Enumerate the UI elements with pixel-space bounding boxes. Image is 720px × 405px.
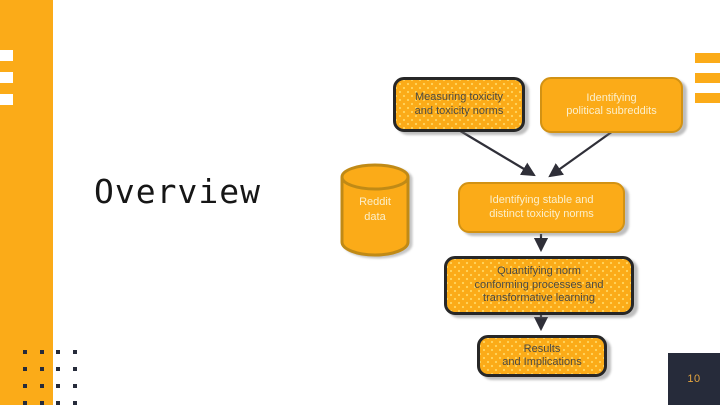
node-label: Results and Implications — [502, 342, 582, 369]
node-label: Identifying stable and distinct toxicity… — [489, 194, 594, 220]
node-label: Measuring toxicity and toxicity norms — [414, 91, 504, 117]
flowchart-node-quantifying-norm: Quantifying norm conforming processes an… — [444, 256, 634, 315]
slide-title: Overview — [94, 172, 261, 211]
top-right-dash — [695, 93, 720, 103]
node-label: Quantifying norm conforming processes an… — [474, 265, 604, 305]
stripe-notch — [0, 94, 13, 105]
top-right-dash — [695, 73, 720, 83]
flowchart-node-political-subreddits: Identifying political subreddits — [540, 77, 683, 133]
decorative-dot-grid — [23, 350, 77, 405]
page-number-badge: 10 — [668, 353, 720, 405]
left-accent-stripe — [0, 0, 53, 405]
flowchart-node-stable-norms: Identifying stable and distinct toxicity… — [458, 182, 625, 233]
stripe-notch — [0, 72, 13, 83]
flowchart-node-results: Results and Implications — [477, 335, 607, 377]
database-cylinder-shape — [340, 163, 410, 257]
page-number: 10 — [687, 373, 701, 385]
top-right-dash — [695, 53, 720, 63]
flowchart-node-measuring-toxicity: Measuring toxicity and toxicity norms — [393, 77, 525, 132]
node-label: Identifying political subreddits — [566, 91, 657, 118]
stripe-notch — [0, 50, 13, 61]
node-label: Reddit data — [359, 196, 391, 223]
reddit-data-cylinder: Reddit data — [340, 163, 410, 257]
